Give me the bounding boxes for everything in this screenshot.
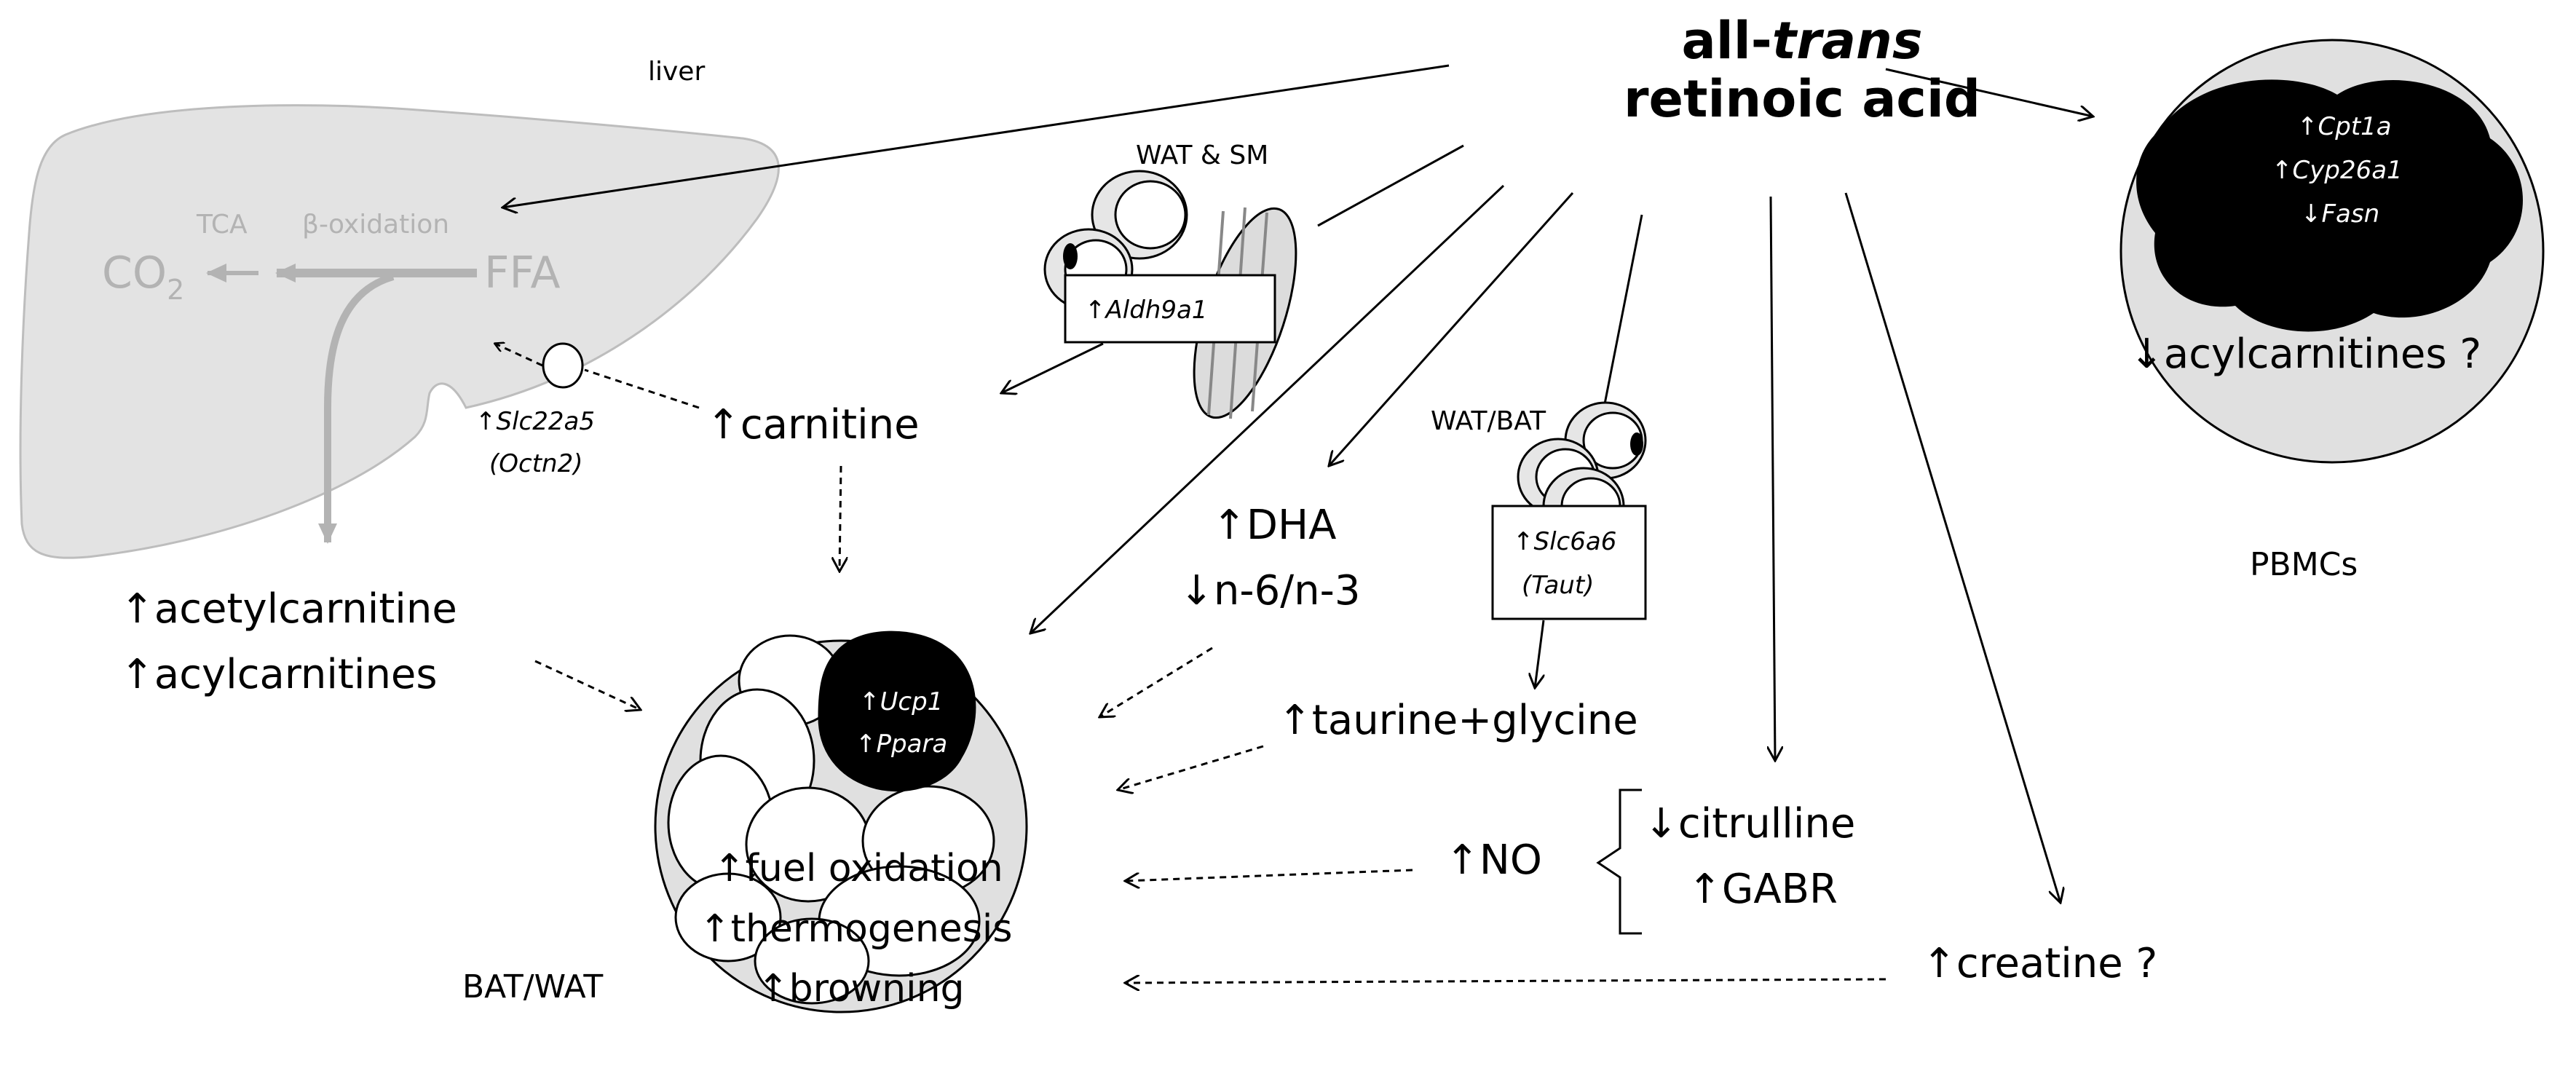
co2-label: CO2 [102, 248, 184, 306]
co2-subscript: 2 [167, 274, 184, 306]
wat-sm-to-carnitine-arrow [1001, 342, 1104, 393]
browning-label: ↑browning [757, 967, 965, 1011]
carnitine-uptake-arrow [495, 344, 543, 367]
ra-to-creatine-arrow [1844, 192, 2061, 903]
pbmc-label: PBMCs [2250, 546, 2358, 583]
ra-to-pbmc-arrow [1885, 68, 2093, 116]
slc6a6-label: ↑Slc6a6 [1513, 527, 1616, 556]
octn2-transporter [542, 342, 584, 389]
no-brace [1596, 788, 1642, 935]
aldh9a1-box [1064, 274, 1276, 344]
bat-wat-label: BAT/WAT [462, 968, 603, 1005]
cpt1a-label: ↑Cpt1a [2297, 112, 2392, 141]
taut-label: (Taut) [1522, 571, 1594, 600]
wat-bat-label: WAT/BAT [1431, 406, 1546, 436]
wat-sm-cells [1043, 170, 1297, 419]
acylcarnitines-label: ↑acylcarnitines [120, 651, 438, 698]
thermogenesis-label: ↑thermogenesis [699, 907, 1012, 951]
ucp1-label: ↑Ucp1 [859, 687, 943, 716]
octn2-label: (Octn2) [489, 449, 583, 478]
taurine-to-bat-arrow [1118, 745, 1264, 790]
fasn-label: ↓Fasn [2301, 199, 2379, 229]
dha-to-bat-arrow [1099, 647, 1213, 717]
acylcarnitines-to-bat-arrow [534, 660, 641, 710]
wat-bat-to-taurine-arrow [1535, 620, 1545, 688]
creatine-label: ↑creatine ? [1922, 940, 2157, 987]
ppara-label: ↑Ppara [856, 730, 947, 759]
ra-to-wat-bat [1600, 214, 1643, 419]
ffa-label: FFA [484, 248, 561, 299]
fuel-oxidation-label: ↑fuel oxidation [714, 847, 1003, 890]
gabr-label: ↑GABR [1688, 866, 1838, 913]
liver-label: liver [648, 57, 705, 87]
liver-output-arrow [318, 273, 395, 544]
liver-shape [19, 104, 780, 559]
ra-to-dha-arrow [1329, 192, 1574, 466]
wat-sm-label: WAT & SM [1136, 141, 1268, 170]
title-line1: all-trans [1682, 11, 1923, 71]
taurine-label: ↑taurine+glycine [1278, 697, 1638, 744]
slc6a6-box [1491, 505, 1647, 620]
title-line2: retinoic acid [1624, 69, 1980, 129]
ra-to-wat-sm [1317, 144, 1464, 227]
ra-to-liver-arrow [502, 64, 1450, 208]
n6-n3-label: ↓n-6/n-3 [1180, 567, 1360, 614]
cyp26a1-label: ↑Cyp26a1 [2272, 156, 2403, 185]
ra-to-bat-arrow [1030, 184, 1505, 633]
carnitine-to-bat-arrow [839, 465, 841, 572]
creatine-to-bat-arrow [1125, 979, 1886, 983]
ra-to-citrulline-arrow [1771, 196, 1775, 761]
aldh9a1-label: ↑Aldh9a1 [1085, 296, 1207, 325]
pbmc-acylcarnitines-label: ↓acylcarnitines ? [2130, 331, 2481, 378]
pbmc-cluster [2136, 79, 2523, 332]
tca-label: TCA [196, 210, 248, 240]
no-to-bat-arrow [1125, 869, 1413, 881]
bat-wat-adipocytes [667, 631, 995, 1005]
dha-label: ↑DHA [1212, 502, 1336, 549]
beta-oxidation-label: β-oxidation [302, 210, 449, 240]
carnitine-to-transporter [584, 368, 700, 409]
slc22a5-label: ↑Slc22a5 [475, 407, 595, 436]
citrulline-label: ↓citrulline [1644, 800, 1855, 847]
carnitine-label: ↑carnitine [706, 401, 920, 448]
acetylcarnitine-label: ↑acetylcarnitine [120, 585, 457, 633]
no-label: ↑NO [1445, 837, 1542, 884]
